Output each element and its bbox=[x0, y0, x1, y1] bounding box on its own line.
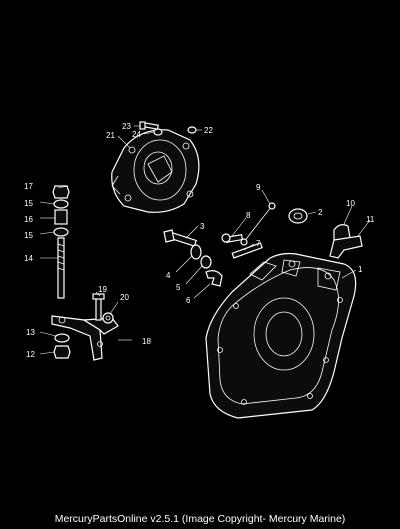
mount-plate-assembly bbox=[111, 129, 200, 213]
callout-23: 23 bbox=[122, 122, 131, 131]
copyright-caption: MercuryPartsOnline v2.5.1 (Image Copyrig… bbox=[54, 513, 346, 525]
seal-2 bbox=[288, 208, 308, 224]
callout-5: 5 bbox=[176, 283, 181, 292]
callout-14: 14 bbox=[24, 254, 33, 263]
callout-21: 21 bbox=[106, 131, 115, 140]
callout-8: 8 bbox=[246, 211, 251, 220]
washer-13 bbox=[54, 333, 70, 343]
callout-7: 7 bbox=[256, 239, 261, 248]
callout-16: 16 bbox=[24, 215, 33, 224]
callout-20: 20 bbox=[120, 293, 129, 302]
screw-19 bbox=[92, 293, 105, 321]
washer-15-upper bbox=[53, 199, 69, 209]
bolt-3 bbox=[163, 229, 197, 247]
callout-15-lower: 15 bbox=[24, 231, 33, 240]
stud-14 bbox=[57, 237, 65, 299]
callout-13: 13 bbox=[26, 328, 35, 337]
screw-8 bbox=[221, 233, 244, 244]
callout-6: 6 bbox=[186, 296, 191, 305]
flywheel-housing bbox=[205, 252, 357, 419]
callout-2: 2 bbox=[318, 208, 323, 217]
callout-12: 12 bbox=[26, 350, 35, 359]
callout-3: 3 bbox=[200, 222, 205, 231]
callout-1: 1 bbox=[358, 265, 363, 274]
leader-lines bbox=[39, 125, 371, 355]
washer-15-lower bbox=[53, 227, 69, 237]
callout-24: 24 bbox=[132, 130, 141, 139]
screw-23 bbox=[139, 121, 159, 130]
nut-12 bbox=[53, 345, 71, 359]
callout-22: 22 bbox=[204, 126, 213, 135]
callout-10: 10 bbox=[346, 199, 355, 208]
callout-19: 19 bbox=[98, 285, 107, 294]
stud-7 bbox=[231, 242, 263, 259]
bracket-11 bbox=[329, 235, 363, 259]
callout-9: 9 bbox=[256, 183, 261, 192]
callout-15-upper: 15 bbox=[24, 199, 33, 208]
spacer-16 bbox=[54, 209, 68, 225]
cable-9 bbox=[240, 202, 276, 246]
exploded-parts-diagram: 17 15 16 15 14 13 12 18 19 20 21 23 24 2… bbox=[24, 121, 375, 419]
clip-6 bbox=[205, 270, 223, 287]
callout-18: 18 bbox=[142, 337, 151, 346]
washer-22 bbox=[187, 126, 197, 134]
grommet-20 bbox=[102, 312, 114, 324]
washer-5 bbox=[200, 255, 212, 269]
callout-17: 17 bbox=[24, 182, 33, 191]
washer-4 bbox=[190, 244, 202, 260]
nut-17 bbox=[52, 185, 70, 199]
callout-4: 4 bbox=[166, 271, 171, 280]
washer-24 bbox=[153, 128, 163, 136]
callout-11: 11 bbox=[366, 215, 375, 224]
